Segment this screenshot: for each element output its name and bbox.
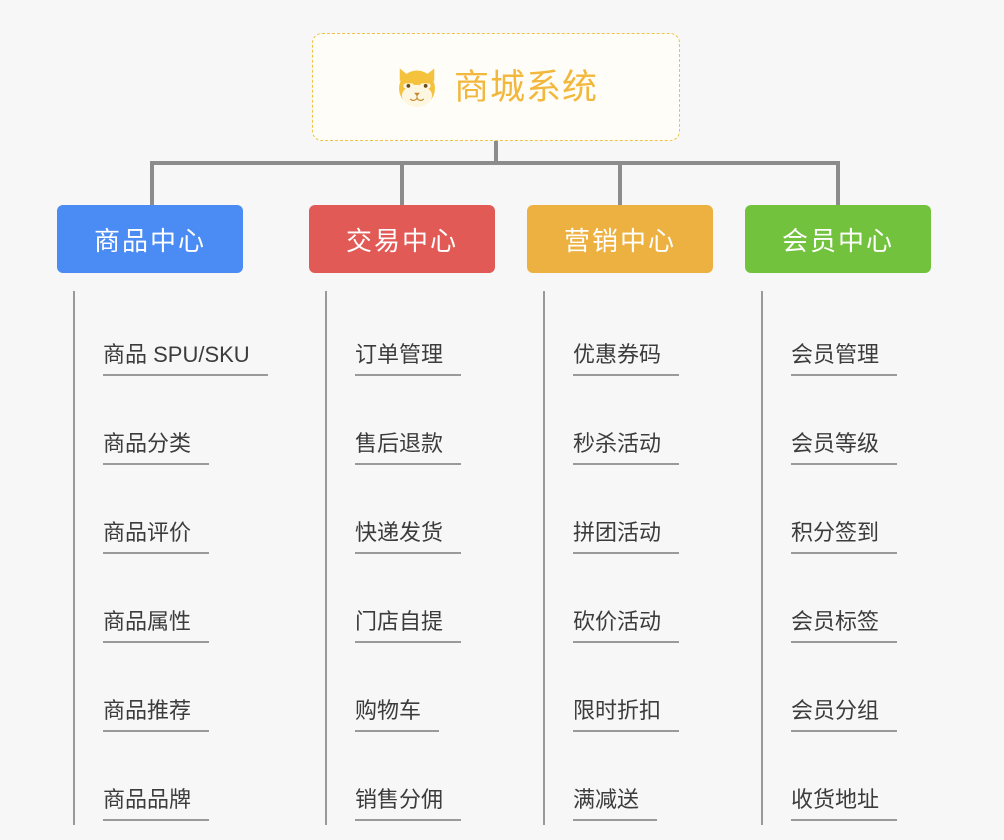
list-item[interactable]: 商品评价 xyxy=(73,469,307,558)
list-item[interactable]: 拼团活动 xyxy=(543,469,745,558)
leaf-label: 购物车 xyxy=(355,698,440,732)
category-header-trade[interactable]: 交易中心 xyxy=(309,205,495,273)
leaf-label: 优惠券码 xyxy=(573,342,680,376)
category-column-marketing: 营销中心 优惠券码 秒杀活动 拼团活动 砍价活动 限时折扣 满减送 xyxy=(527,205,745,825)
leaf-label: 会员等级 xyxy=(791,431,898,465)
leaf-label: 售后退款 xyxy=(355,431,462,465)
leaf-label: 快递发货 xyxy=(355,520,462,554)
category-title: 会员中心 xyxy=(781,225,894,256)
list-item[interactable]: 砍价活动 xyxy=(543,558,745,647)
list-item[interactable]: 积分签到 xyxy=(761,469,963,558)
list-item[interactable]: 商品推荐 xyxy=(73,647,307,736)
shiba-dog-icon xyxy=(399,68,435,108)
category-header-member[interactable]: 会员中心 xyxy=(745,205,931,273)
leaf-list-marketing: 优惠券码 秒杀活动 拼团活动 砍价活动 限时折扣 满减送 xyxy=(543,291,745,825)
connector-bus xyxy=(150,161,840,165)
list-item[interactable]: 会员等级 xyxy=(761,380,963,469)
connector-drop-3 xyxy=(618,161,622,207)
connector-drop-1 xyxy=(150,161,154,207)
leaf-label: 商品推荐 xyxy=(103,698,210,732)
list-item[interactable]: 商品品牌 xyxy=(73,736,307,825)
leaf-list-trade: 订单管理 售后退款 快递发货 门店自提 购物车 销售分佣 xyxy=(325,291,527,825)
leaf-label: 门店自提 xyxy=(355,609,462,643)
leaf-list-member: 会员管理 会员等级 积分签到 会员标签 会员分组 收货地址 xyxy=(761,291,963,825)
leaf-label: 积分签到 xyxy=(791,520,898,554)
list-item[interactable]: 秒杀活动 xyxy=(543,380,745,469)
list-item[interactable]: 购物车 xyxy=(325,647,527,736)
leaf-label: 订单管理 xyxy=(355,342,462,376)
leaf-label: 砍价活动 xyxy=(573,609,680,643)
category-column-trade: 交易中心 订单管理 售后退款 快递发货 门店自提 购物车 销售分佣 xyxy=(309,205,527,825)
leaf-label: 会员分组 xyxy=(791,698,898,732)
root-node-title: 商城系统 xyxy=(453,67,598,107)
connector-trunk xyxy=(494,141,498,165)
list-item[interactable]: 满减送 xyxy=(543,736,745,825)
root-node-mall-system[interactable]: 商城系统 xyxy=(312,33,680,141)
list-item[interactable]: 优惠券码 xyxy=(543,291,745,380)
list-item[interactable]: 会员标签 xyxy=(761,558,963,647)
column-rail xyxy=(761,291,763,825)
leaf-label: 商品品牌 xyxy=(103,787,210,821)
column-rail xyxy=(73,291,75,825)
category-header-product[interactable]: 商品中心 xyxy=(57,205,243,273)
list-item[interactable]: 售后退款 xyxy=(325,380,527,469)
connector-drop-2 xyxy=(400,161,404,207)
list-item[interactable]: 限时折扣 xyxy=(543,647,745,736)
category-title: 交易中心 xyxy=(345,225,458,256)
list-item[interactable]: 门店自提 xyxy=(325,558,527,647)
leaf-label: 商品 SPU/SKU xyxy=(103,342,268,376)
connector-drop-4 xyxy=(836,161,840,207)
list-item[interactable]: 商品属性 xyxy=(73,558,307,647)
column-rail xyxy=(325,291,327,825)
list-item[interactable]: 会员管理 xyxy=(761,291,963,380)
leaf-label: 商品评价 xyxy=(103,520,210,554)
leaf-label: 商品属性 xyxy=(103,609,210,643)
list-item[interactable]: 订单管理 xyxy=(325,291,527,380)
list-item[interactable]: 商品分类 xyxy=(73,380,307,469)
category-column-member: 会员中心 会员管理 会员等级 积分签到 会员标签 会员分组 收货地址 xyxy=(745,205,963,825)
leaf-label: 销售分佣 xyxy=(355,787,462,821)
category-column-product: 商品中心 商品 SPU/SKU 商品分类 商品评价 商品属性 商品推荐 商品品牌 xyxy=(57,205,307,825)
category-title: 营销中心 xyxy=(563,225,676,256)
leaf-label: 商品分类 xyxy=(103,431,210,465)
leaf-label: 秒杀活动 xyxy=(573,431,680,465)
list-item[interactable]: 收货地址 xyxy=(761,736,963,825)
leaf-list-product: 商品 SPU/SKU 商品分类 商品评价 商品属性 商品推荐 商品品牌 xyxy=(73,291,307,825)
list-item[interactable]: 会员分组 xyxy=(761,647,963,736)
category-header-marketing[interactable]: 营销中心 xyxy=(527,205,713,273)
leaf-label: 会员标签 xyxy=(791,609,898,643)
column-rail xyxy=(543,291,545,825)
list-item[interactable]: 快递发货 xyxy=(325,469,527,558)
leaf-label: 拼团活动 xyxy=(573,520,680,554)
leaf-label: 限时折扣 xyxy=(573,698,680,732)
list-item[interactable]: 商品 SPU/SKU xyxy=(73,291,307,380)
leaf-label: 收货地址 xyxy=(791,787,898,821)
list-item[interactable]: 销售分佣 xyxy=(325,736,527,825)
leaf-label: 会员管理 xyxy=(791,342,898,376)
leaf-label: 满减送 xyxy=(573,787,658,821)
category-title: 商品中心 xyxy=(93,225,206,256)
